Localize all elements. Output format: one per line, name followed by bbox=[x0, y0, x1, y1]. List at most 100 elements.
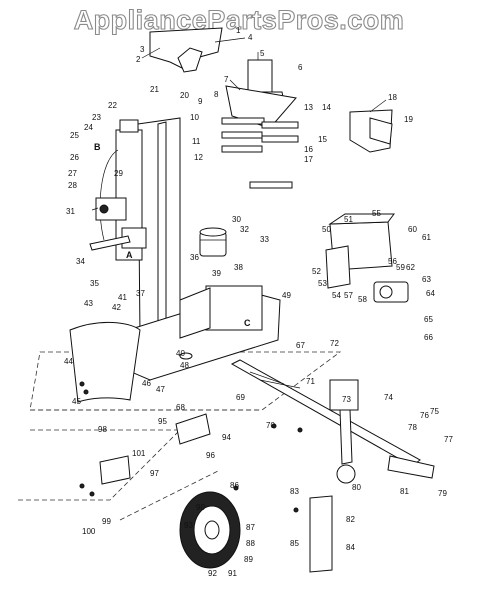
part-number: 9 bbox=[198, 97, 203, 106]
part-number: 36 bbox=[190, 253, 199, 262]
part-number: 6 bbox=[298, 63, 303, 72]
oil-filter bbox=[199, 227, 227, 257]
part-number: 87 bbox=[246, 523, 255, 532]
part-number: 49 bbox=[282, 291, 291, 300]
part-number: 62 bbox=[406, 263, 415, 272]
part-number: 12 bbox=[194, 153, 203, 162]
part-number: 48 bbox=[180, 361, 189, 370]
part-number: 79 bbox=[438, 489, 447, 498]
part-number: 25 bbox=[70, 131, 79, 140]
part-number: 28 bbox=[68, 181, 77, 190]
leader-lines bbox=[91, 37, 387, 389]
right-guard bbox=[349, 109, 393, 153]
part-number: 51 bbox=[344, 215, 353, 224]
callout-letter: B bbox=[94, 142, 101, 152]
part-number: 16 bbox=[304, 145, 313, 154]
part-number: 37 bbox=[136, 289, 145, 298]
part-number: 75 bbox=[430, 407, 439, 416]
part-number: 98 bbox=[98, 425, 107, 434]
brackets bbox=[99, 413, 211, 485]
part-number: 82 bbox=[346, 515, 355, 524]
part-number: 8 bbox=[214, 90, 219, 99]
part-number: 77 bbox=[444, 435, 453, 444]
part-number: 50 bbox=[322, 225, 331, 234]
part-number: 73 bbox=[342, 395, 351, 404]
part-number: 26 bbox=[70, 153, 79, 162]
part-number: 86 bbox=[230, 481, 239, 490]
part-number: 31 bbox=[66, 207, 75, 216]
part-number: 65 bbox=[424, 315, 433, 324]
top-shield bbox=[149, 27, 223, 73]
part-number: 93 bbox=[184, 521, 193, 530]
part-number: 29 bbox=[114, 169, 123, 178]
callout-letter: C bbox=[244, 318, 251, 328]
part-number: 78 bbox=[408, 423, 417, 432]
part-number: 55 bbox=[372, 209, 381, 218]
part-number: 47 bbox=[156, 385, 165, 394]
part-number: 4 bbox=[248, 33, 253, 42]
engine-assembly bbox=[325, 213, 395, 289]
part-number: 2 bbox=[136, 55, 141, 64]
part-number: 64 bbox=[426, 289, 435, 298]
hitch bbox=[336, 455, 435, 484]
vertical-beam bbox=[137, 117, 181, 337]
part-number: 18 bbox=[388, 93, 397, 102]
part-number: 45 bbox=[72, 397, 81, 406]
part-number: 14 bbox=[322, 103, 331, 112]
part-number: 101 bbox=[132, 449, 146, 458]
tongue-beam bbox=[230, 359, 421, 467]
part-labels: 1 2 3 4 5 6 7 8 9 10 11 12 13 14 15 16 1… bbox=[64, 26, 453, 578]
reservoir-tank bbox=[121, 285, 281, 381]
part-number: 46 bbox=[142, 379, 151, 388]
part-number: 72 bbox=[330, 339, 339, 348]
part-number: 23 bbox=[92, 113, 101, 122]
jack-stand bbox=[309, 495, 333, 573]
part-number: 53 bbox=[318, 279, 327, 288]
part-number: 89 bbox=[244, 555, 253, 564]
hardware bbox=[79, 381, 303, 513]
control-valve bbox=[89, 197, 147, 251]
fender bbox=[69, 321, 141, 403]
part-number: 1 bbox=[236, 26, 241, 35]
part-number: 40 bbox=[176, 349, 185, 358]
callout-letter: A bbox=[126, 250, 133, 260]
wheel bbox=[179, 491, 241, 569]
part-number: 91 bbox=[228, 569, 237, 578]
part-number: 74 bbox=[384, 393, 393, 402]
part-number: 68 bbox=[176, 403, 185, 412]
part-number: 10 bbox=[190, 113, 199, 122]
part-number: 58 bbox=[358, 295, 367, 304]
part-number: 84 bbox=[346, 543, 355, 552]
part-number: 60 bbox=[408, 225, 417, 234]
part-number: 88 bbox=[246, 539, 255, 548]
part-number: 35 bbox=[90, 279, 99, 288]
part-number: 94 bbox=[222, 433, 231, 442]
part-number: 24 bbox=[84, 123, 93, 132]
part-number: 17 bbox=[304, 155, 313, 164]
part-number: 38 bbox=[234, 263, 243, 272]
part-number: 52 bbox=[312, 267, 321, 276]
part-number: 57 bbox=[344, 291, 353, 300]
part-number: 15 bbox=[318, 135, 327, 144]
part-number: 81 bbox=[400, 487, 409, 496]
part-number: 11 bbox=[192, 137, 201, 146]
part-number: 43 bbox=[84, 299, 93, 308]
part-number: 33 bbox=[260, 235, 269, 244]
part-number: 85 bbox=[290, 539, 299, 548]
part-number: 21 bbox=[150, 85, 159, 94]
part-number: 99 bbox=[102, 517, 111, 526]
part-number: 66 bbox=[424, 333, 433, 342]
part-number: 34 bbox=[76, 257, 85, 266]
part-number: 54 bbox=[332, 291, 341, 300]
part-number: 63 bbox=[422, 275, 431, 284]
part-number: 67 bbox=[296, 341, 305, 350]
pump-coupler bbox=[373, 281, 409, 303]
part-number: 59 bbox=[396, 263, 405, 272]
part-number: 3 bbox=[140, 45, 145, 54]
part-number: 69 bbox=[236, 393, 245, 402]
part-number: 92 bbox=[208, 569, 217, 578]
watermark-text: AppliancePartsPros.com bbox=[73, 4, 405, 35]
part-number: 22 bbox=[108, 101, 117, 110]
part-number: 61 bbox=[422, 233, 431, 242]
